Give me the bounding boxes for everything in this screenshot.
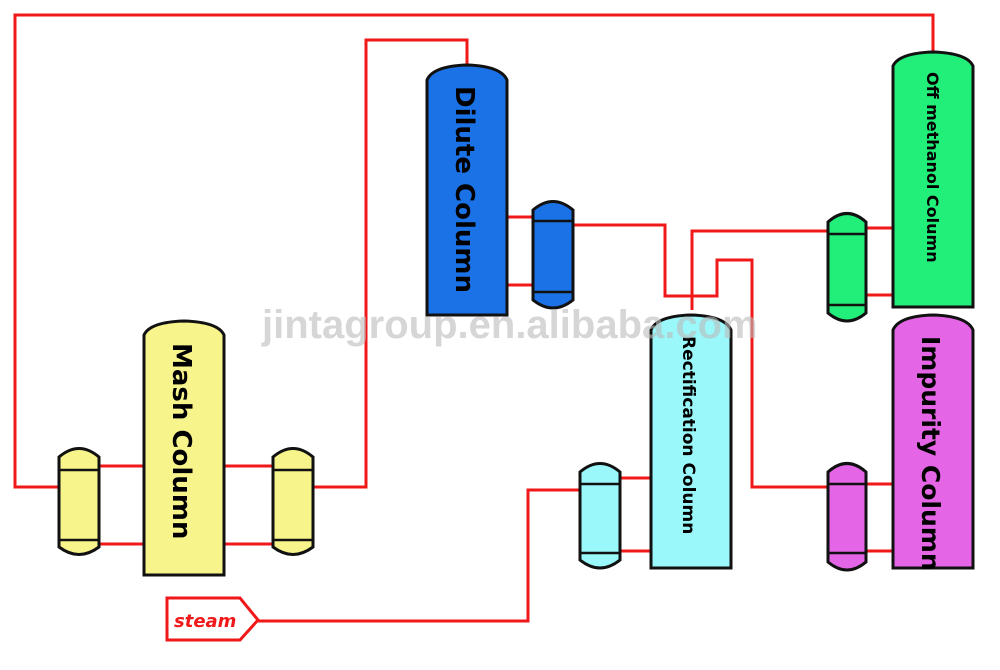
pipe-steam <box>258 488 580 623</box>
impurity-drum <box>826 462 868 572</box>
mash-right-drum <box>271 447 315 556</box>
watermark: jintagroup.en.alibaba.com <box>261 303 758 347</box>
off-methanol-column-label: Off methanol Column <box>923 72 942 263</box>
pipe-mash-to-dilute <box>313 38 469 489</box>
dilute-column-label: Dilute Column <box>449 86 479 293</box>
mash-left-drum <box>57 447 101 556</box>
steam-inlet: steam <box>165 596 260 642</box>
mash-column: Mash Column <box>142 319 226 577</box>
rectification-drum <box>578 462 622 570</box>
pipe-mash-to-offmethanol <box>13 13 935 489</box>
pipe-offmethanol-to-rectification <box>690 229 828 310</box>
pipes <box>13 13 935 623</box>
rectification-column: Rectification Column <box>649 313 733 570</box>
off-methanol-drum <box>826 212 868 323</box>
dilute-drum <box>531 200 575 310</box>
steam-label: steam <box>174 611 236 632</box>
mash-column-label: Mash Column <box>166 343 196 539</box>
off-methanol-column: Off methanol Column <box>891 50 975 309</box>
pipe-dilute-to-impurity <box>573 223 828 489</box>
impurity-column: Impurity Column <box>891 313 975 571</box>
dilute-column: Dilute Column <box>425 63 509 317</box>
impurity-column-label: Impurity Column <box>916 336 945 571</box>
rectification-column-label: Rectification Column <box>678 336 698 534</box>
